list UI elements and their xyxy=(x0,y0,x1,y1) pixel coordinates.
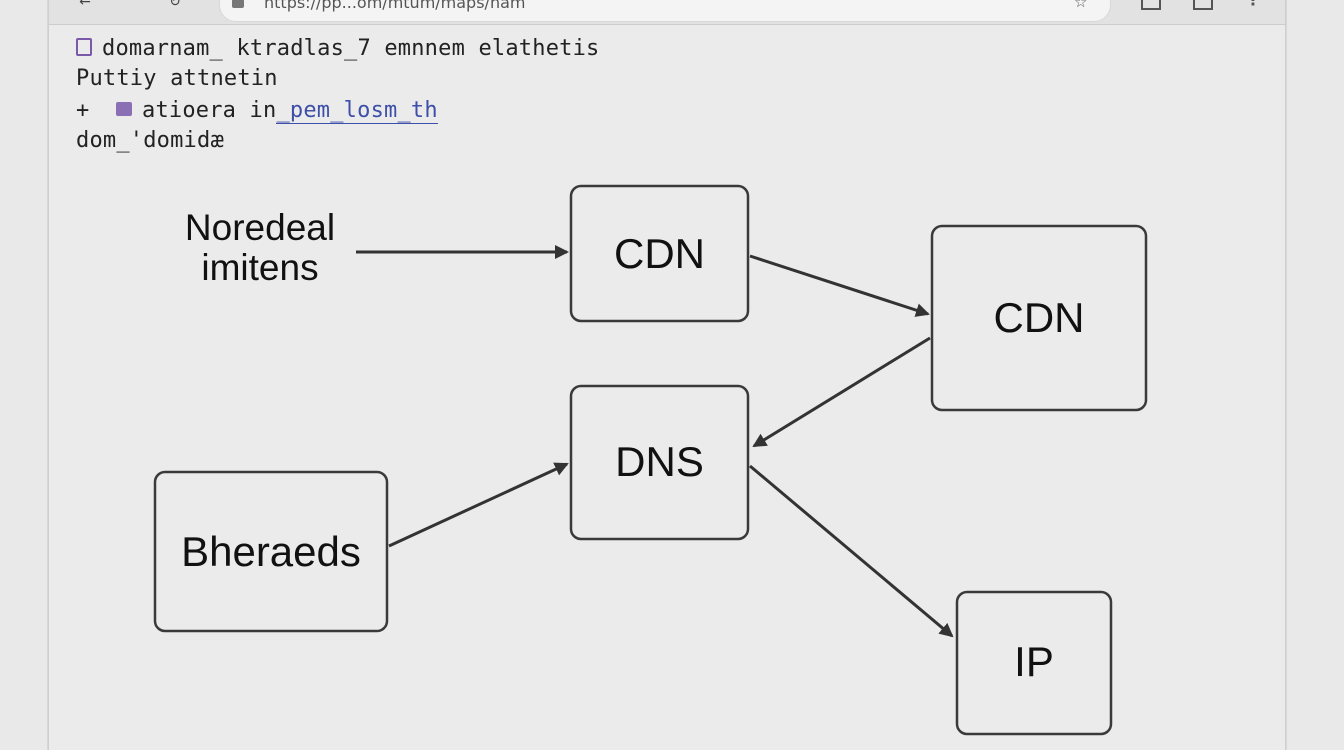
source-label-line-2: imitens xyxy=(201,247,319,288)
document-icon xyxy=(76,38,92,56)
ip-label: IP xyxy=(1014,638,1054,685)
arrow-bheraeds-to-dns xyxy=(388,462,569,548)
folder-icon xyxy=(116,102,132,116)
address-bar[interactable]: https://pp...om/mtum/maps/nam ☆ xyxy=(219,0,1111,22)
source-label-line-1: Noredeal xyxy=(184,207,336,248)
dns-label: DNS xyxy=(615,438,704,485)
source-label: Noredeal imitens xyxy=(160,208,360,288)
header-line-4: dom_'domidæ xyxy=(76,128,224,153)
window-icon[interactable] xyxy=(1193,0,1213,10)
menu-icon[interactable]: ⋮ xyxy=(1245,0,1261,9)
header-line-1: domarnam_ ktradlas_7 emnnem elathetis xyxy=(76,36,599,61)
cdn-node-a xyxy=(569,184,750,323)
ip-node xyxy=(955,590,1113,736)
url-text: https://pp...om/mtum/maps/nam xyxy=(264,0,526,12)
arrow-cdn-to-dns xyxy=(752,336,931,448)
reload-icon[interactable]: ↻ xyxy=(169,0,181,10)
cdn-b-label: CDN xyxy=(993,294,1085,341)
header-line-2: Puttiy attnetin xyxy=(76,66,278,91)
cdn-a-label: CDN xyxy=(614,230,705,277)
arrow-dns-to-ip xyxy=(749,464,954,638)
arrow-cdn-to-cdn xyxy=(749,254,930,317)
browser-window: ← ↻ https://pp...om/mtum/maps/nam ☆ ⋮ xyxy=(48,0,1286,750)
bookmark-star-icon[interactable]: ☆ xyxy=(1074,0,1088,11)
header-line-3: + atioera in_pem_losm_th xyxy=(76,98,438,124)
lock-icon xyxy=(232,0,244,8)
bheraeds-node xyxy=(153,470,389,633)
plus-icon[interactable]: + xyxy=(76,98,90,123)
dns-node xyxy=(569,384,750,541)
tab-icon[interactable] xyxy=(1141,0,1161,10)
browser-toolbar: ← ↻ https://pp...om/mtum/maps/nam ☆ ⋮ xyxy=(49,0,1285,25)
header-line-3-text: atioera in xyxy=(142,98,277,123)
cdn-node-b xyxy=(930,224,1148,412)
bheraeds-label: Bheraeds xyxy=(181,528,361,575)
header-line-1-text: domarnam_ ktradlas_7 emnnem elathetis xyxy=(102,36,600,61)
path-link[interactable]: _pem_losm_th xyxy=(276,98,438,124)
back-icon[interactable]: ← xyxy=(79,0,91,10)
